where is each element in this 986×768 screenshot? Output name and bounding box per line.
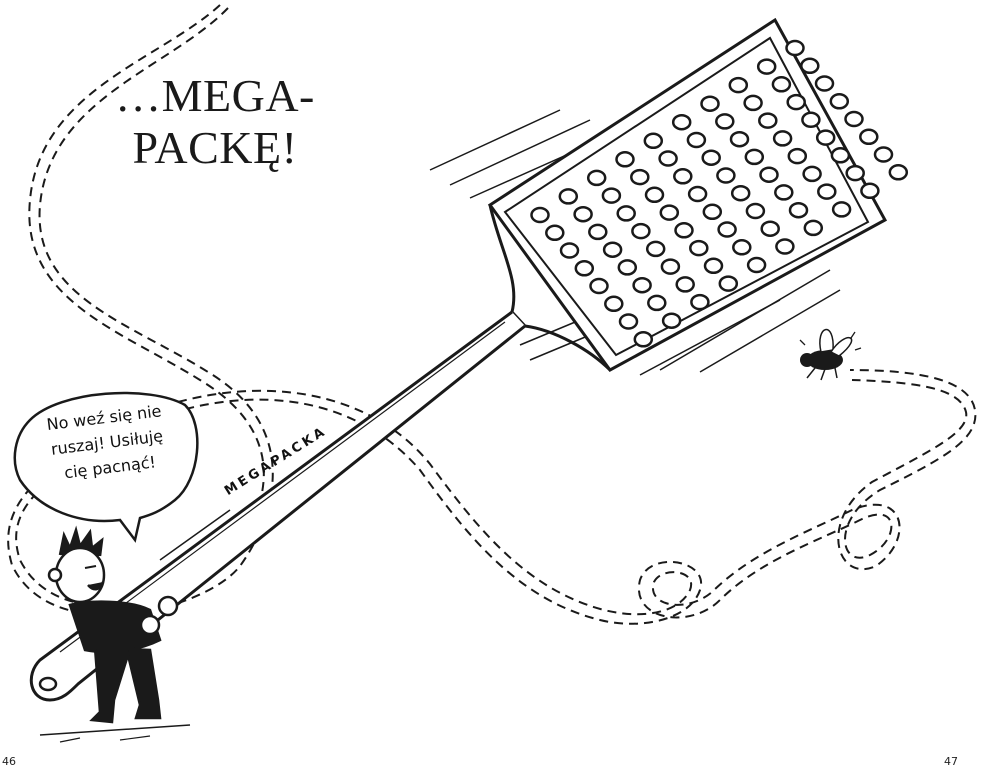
swatter-hole [775,238,795,255]
swatter-hole [788,201,809,219]
swatter-hole [530,206,550,224]
swatter-hole [746,256,767,274]
swatter-hole [686,131,707,149]
swatter-hole [774,184,794,201]
swatter-hole [758,112,778,129]
fly-swatter-icon [29,17,909,702]
swatter-hole [803,219,824,237]
swatter-hole [558,188,579,205]
swatter-hole [631,222,651,240]
swatter-hole [700,95,720,112]
swatter-hole [661,312,682,329]
swatter-hole [716,167,736,184]
swatter-hole [618,313,639,330]
swatter-hole [844,110,864,128]
swatter-hole [845,164,865,182]
swatter-hole [687,185,708,203]
swatter-hole [604,295,624,313]
fly-flight-path [7,4,977,625]
swatter-hole [589,277,609,295]
swatter-hole [802,165,822,183]
swatter-hole [573,205,593,223]
swatter-hole [771,76,792,93]
page-title: …MEGA- PACKĘ! [95,70,335,174]
swatter-hole [718,275,739,292]
page-number-left: 46 [2,755,16,768]
swatter-hole [658,150,678,167]
swatter-hole [588,223,608,241]
swatter-hole [800,57,820,75]
swatter-hole [786,93,806,111]
swatter-hole [674,222,694,239]
swatter-hole [830,147,851,164]
swatter-hole [730,184,751,202]
swatter-hole [574,260,595,277]
swatter-hole [814,75,835,92]
swatter-hole [717,221,737,238]
page-number-right: 47 [944,755,958,768]
swatter-hole [659,204,680,221]
swatter-hole [759,166,779,183]
swatter-hole [801,111,821,129]
speech-bubble [13,391,199,543]
swatter-hole [644,186,665,204]
boy-figure-icon [39,525,191,743]
swatter-hole [728,76,749,94]
swatter-hole [729,130,750,148]
fly-icon [799,328,862,381]
swatter-hole [690,293,710,311]
swatter-hole [671,113,692,131]
swatter-hole [545,224,565,242]
swatter-hole [630,168,650,186]
swatter-hole [859,128,879,146]
swatter-hole [643,132,664,150]
swatter-hole [633,331,654,348]
swatter-hole [829,93,850,110]
swatter-hole [888,164,909,181]
swatter-hole [860,182,880,200]
swatter-hole [815,129,836,146]
title-line-2: PACKĘ! [132,122,298,173]
swatter-hole [745,202,766,220]
swatter-hole [675,276,695,293]
swatter-hole [673,168,693,185]
swatter-hole [616,205,636,222]
swatter-hole [602,241,623,258]
swatter-hole [617,259,638,276]
swatter-hole [615,151,635,168]
swatter-hole [660,258,681,275]
swatter-hole [732,239,752,256]
swatter-hole [645,240,666,258]
swatter-hole [701,149,721,166]
swatter-hole [873,146,894,163]
swatter-hole [743,94,763,112]
swatter-hole [756,58,777,75]
swatter-hole [760,220,780,237]
swatter-hole [647,294,667,312]
swatter-hole [632,276,652,294]
swatter-hole [559,242,580,259]
swatter-hole [787,147,808,165]
swatter-hole [586,169,607,187]
swatter-hole [689,239,709,257]
swatter-hole [831,201,852,218]
swatter-hole [817,183,837,200]
swatter-hole [702,203,723,221]
swatter-hole [715,113,735,130]
title-line-1: …MEGA- [115,70,315,121]
swatter-hole [785,39,805,57]
swatter-hole [703,257,724,275]
swatter-hole [744,148,765,166]
swatter-hole [772,130,793,147]
swatter-hole [601,187,622,204]
